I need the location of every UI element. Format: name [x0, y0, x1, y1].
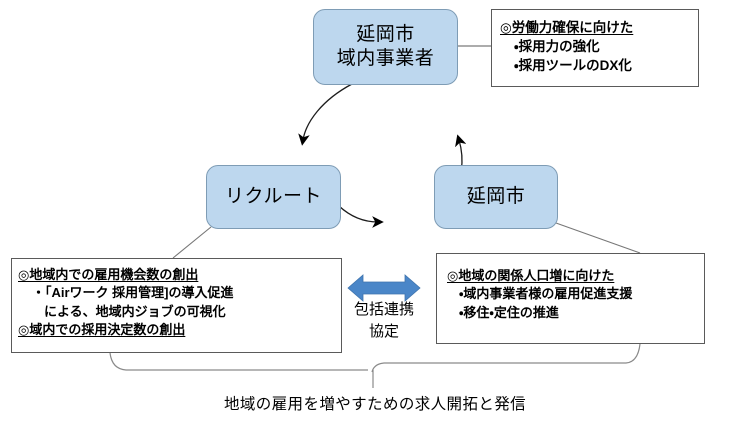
callout-city: ◎地域の関係人口増に向けた ・域内事業者様の雇用促進支援 ・移住・定住の推進 [436, 253, 705, 344]
agreement-label-line2: 協定 [368, 322, 399, 340]
node-nobeoka-city[interactable]: 延岡市 [434, 165, 558, 229]
callout-businesses: ◎労働力確保に向けた ・採用力の強化 ・採用ツールのDX化 [491, 9, 699, 87]
callout-recruit-heading-2: ◎域内での採用決定数の創出 [18, 322, 186, 338]
cycle-arrow-recruit-to-city [338, 205, 384, 228]
node-businesses-line2: 域内事業者 [336, 48, 435, 69]
node-recruit-label: リクルート [225, 186, 322, 208]
node-recruit[interactable]: リクルート [206, 165, 341, 229]
callout-businesses-heading: ◎労働力確保に向けた [500, 20, 634, 35]
bottom-caption: 地域の雇用を増やすための求人開拓と発信 [223, 396, 527, 413]
bottom-bracket-right [371, 343, 641, 373]
leader-line-city-callout [555, 222, 641, 254]
callout-businesses-bullet-1: ・採用力の強化 [514, 39, 600, 55]
agreement-label: 包括連携 協定 [336, 299, 432, 343]
leader-line-recruit-callout [172, 226, 212, 259]
callout-city-heading: ◎地域の関係人口増に向けた [447, 268, 615, 283]
bottom-bracket [109, 352, 368, 371]
callout-recruit-bullet-line-2: による、地域内ジョブの可視化 [44, 303, 226, 319]
node-city-label: 延岡市 [466, 186, 526, 208]
callout-recruit-bullet-line-1: ・「Airワーク 採用管理]の導入促進 [32, 285, 234, 301]
agreement-label-line1: 包括連携 [353, 301, 414, 318]
callout-city-bullet-2: ・移住・定住の推進 [459, 304, 559, 320]
cycle-arrow-businesses-to-recruit [298, 83, 353, 146]
callout-businesses-bullet-2: ・採用ツールのDX化 [514, 58, 632, 74]
callout-city-bullet-1: ・域内事業者様の雇用促進支援 [459, 286, 633, 302]
double-arrow-horizontal-icon [347, 274, 421, 302]
node-businesses-line1: 延岡市 [356, 24, 415, 46]
node-nobeoka-businesses[interactable]: 延岡市 域内事業者 [313, 9, 458, 85]
callout-recruit-heading-1: ◎地域内での雇用機会数の創出 [18, 267, 199, 282]
callout-recruit: ◎地域内での雇用機会数の創出 ・「Airワーク 採用管理]の導入促進 による、地… [11, 258, 342, 353]
